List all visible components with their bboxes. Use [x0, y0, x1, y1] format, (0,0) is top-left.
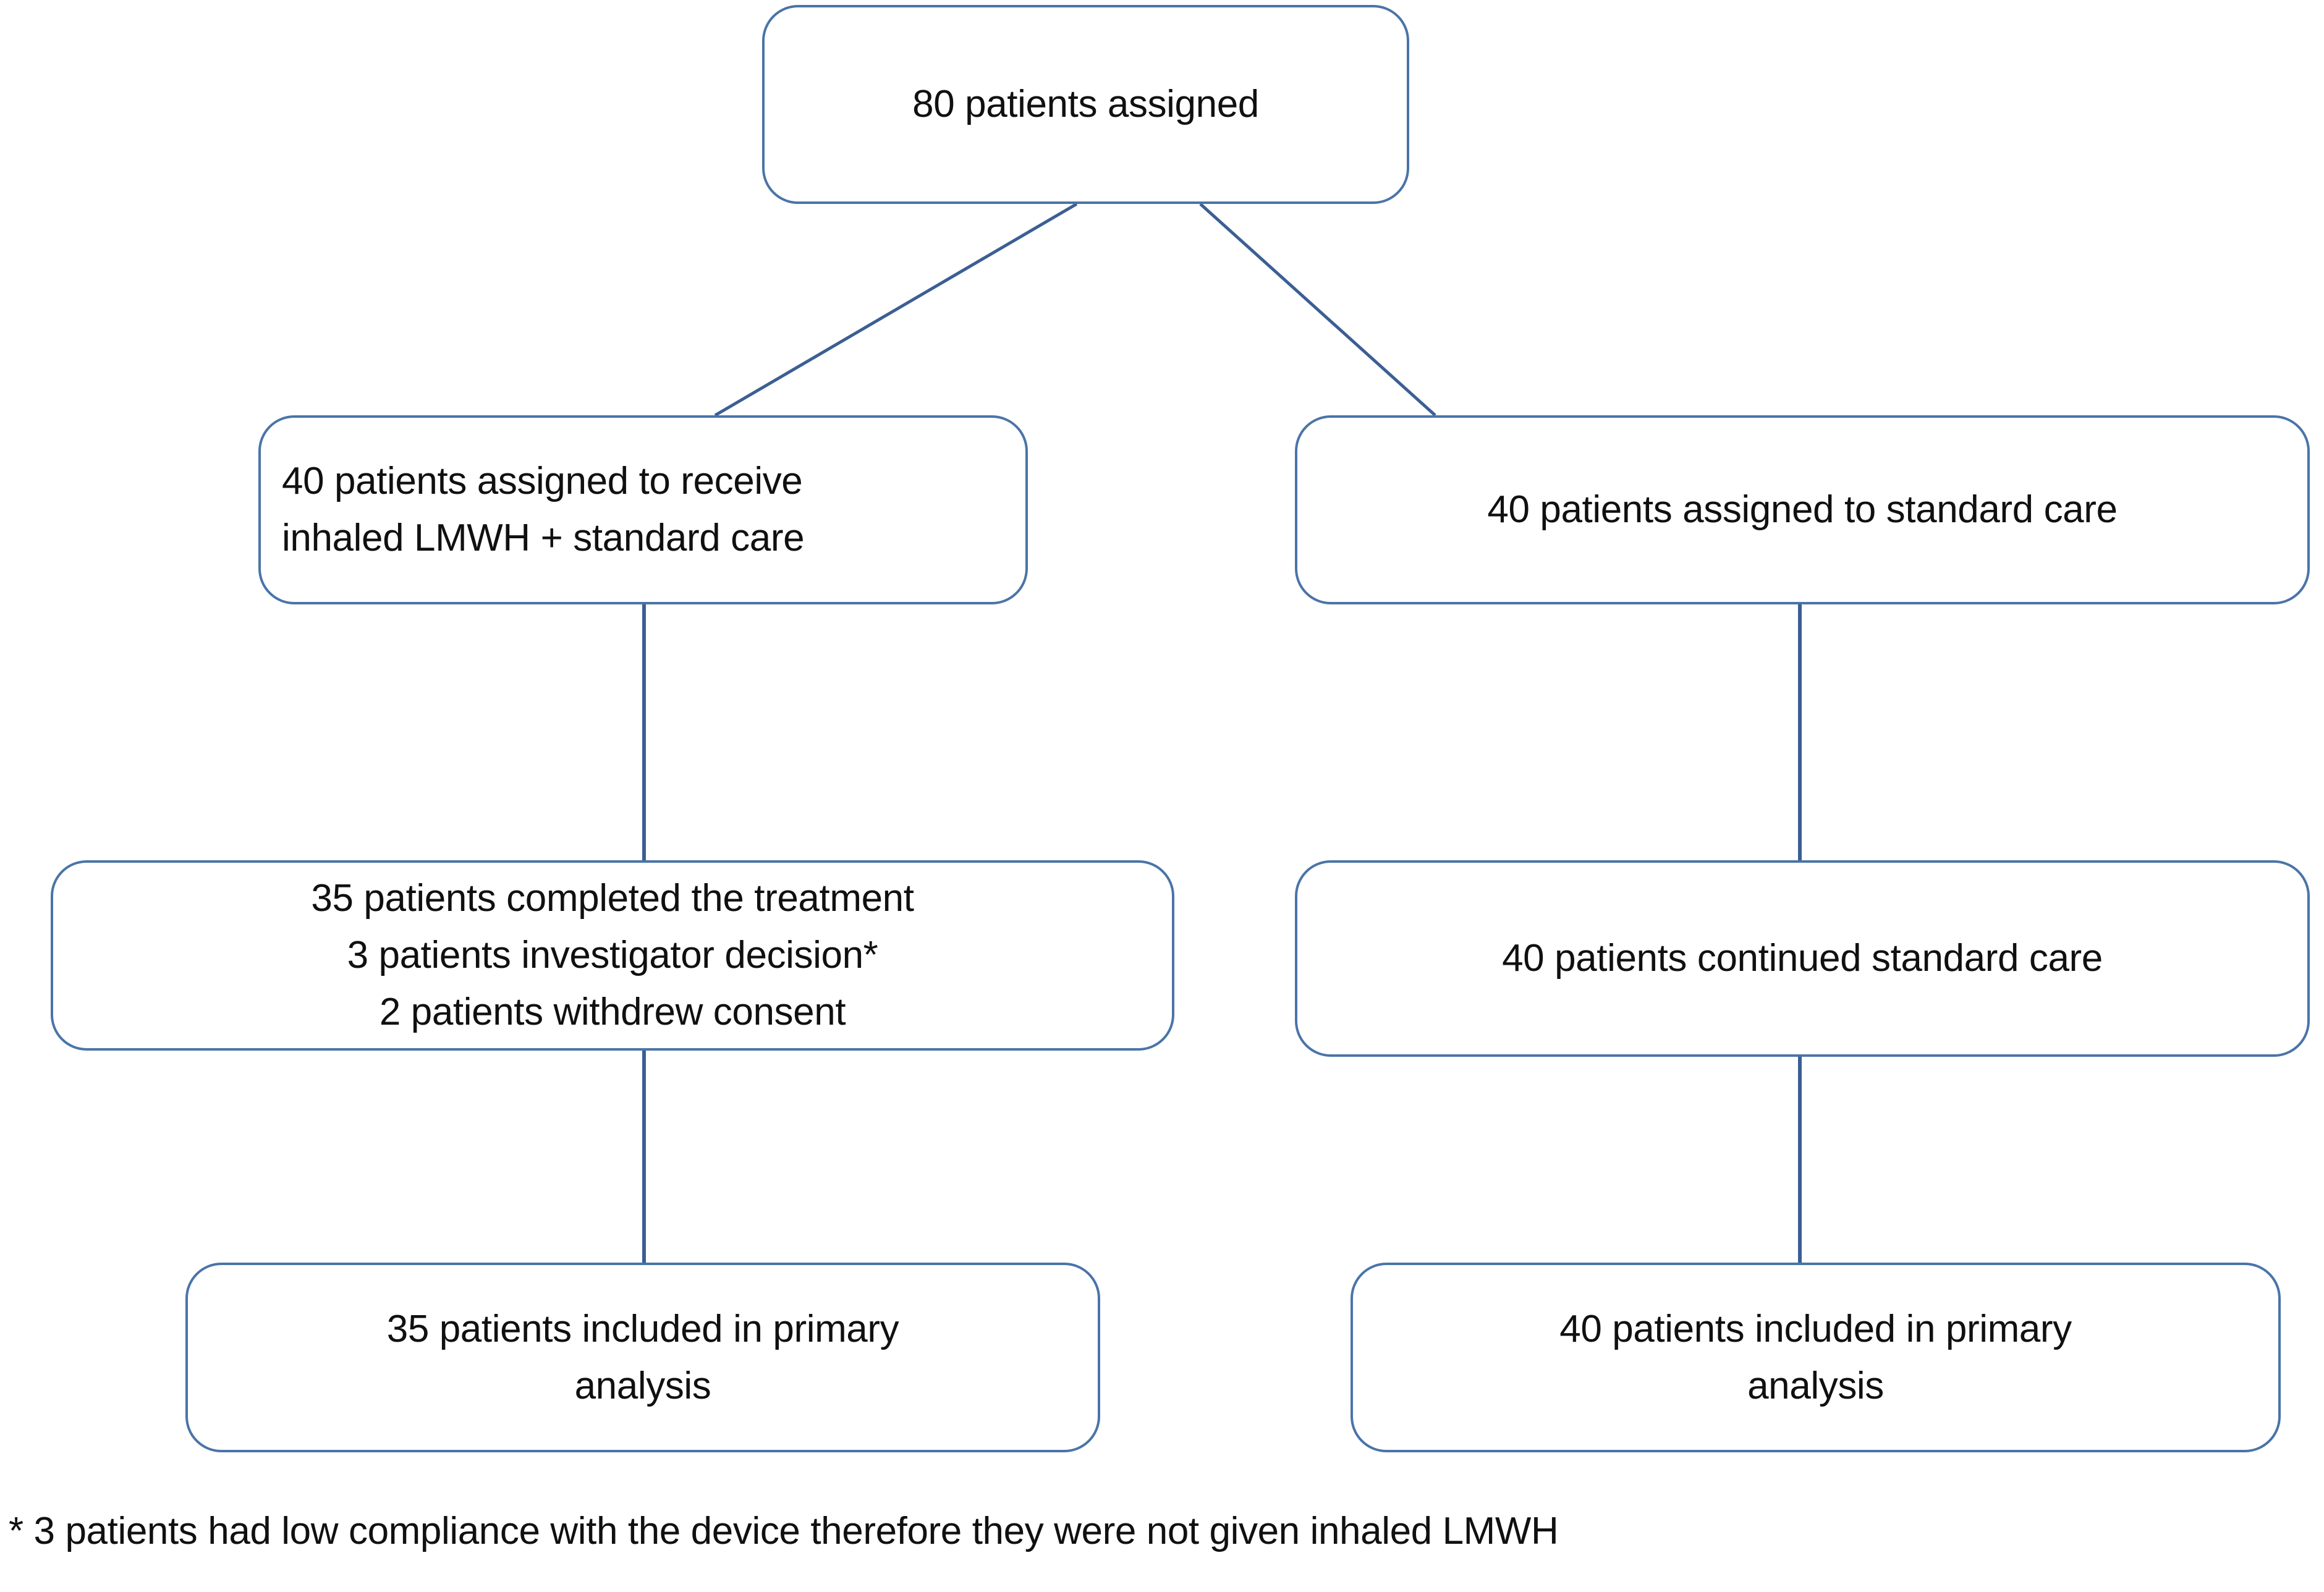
- intervention-analysis-label: 35 patients included in primary analysis: [386, 1307, 899, 1407]
- footnote: * 3 patients had low compliance with the…: [9, 1510, 1559, 1552]
- enrollment-box[interactable]: 80 patients assigned: [762, 5, 1409, 204]
- intervention-followup-label: 35 patients completed the treatment 3 pa…: [311, 877, 914, 1033]
- enrollment-box-label: 80 patients assigned: [912, 83, 1259, 126]
- intervention-followup-box[interactable]: 35 patients completed the treatment 3 pa…: [51, 860, 1174, 1051]
- control-analysis-label: 40 patients included in primary analysis: [1559, 1307, 2072, 1407]
- intervention-allocation-label: 40 patients assigned to receive inhaled …: [282, 460, 805, 559]
- intervention-allocation-box[interactable]: 40 patients assigned to receive inhaled …: [258, 415, 1028, 604]
- connector-assigned-to-lmwh-arm: [714, 202, 1078, 417]
- control-allocation-box[interactable]: 40 patients assigned to standard care: [1295, 415, 2310, 604]
- intervention-analysis-box[interactable]: 35 patients included in primary analysis: [185, 1263, 1100, 1452]
- control-allocation-label: 40 patients assigned to standard care: [1487, 488, 2118, 531]
- control-followup-label: 40 patients continued standard care: [1502, 937, 2103, 980]
- control-followup-box[interactable]: 40 patients continued standard care: [1295, 860, 2310, 1057]
- control-analysis-box[interactable]: 40 patients included in primary analysis: [1351, 1263, 2281, 1452]
- connector-assigned-to-standard-arm: [1199, 203, 1436, 417]
